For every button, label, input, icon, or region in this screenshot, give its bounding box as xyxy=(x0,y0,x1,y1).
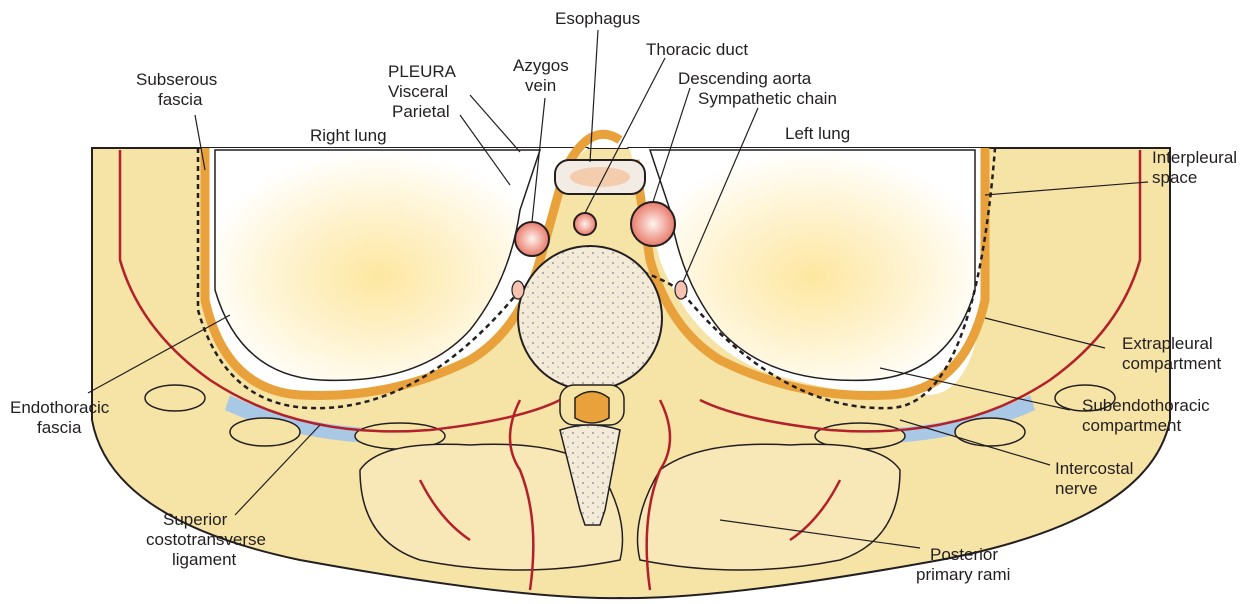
vertebral-body xyxy=(518,246,662,390)
label-primary-rami: primary rami xyxy=(916,565,1010,584)
label-descending-aorta: Descending aorta xyxy=(678,69,812,88)
label-compartment-1: compartment xyxy=(1122,354,1221,373)
azygos-vein xyxy=(515,222,549,256)
descending-aorta xyxy=(631,202,675,246)
label-intercostal: Intercostal xyxy=(1055,459,1133,478)
label-endothoracic: Endothoracic xyxy=(10,398,110,417)
label-thoracic-duct: Thoracic duct xyxy=(646,40,748,59)
label-extrapleural: Extrapleural xyxy=(1122,334,1213,353)
label-fascia-top: fascia xyxy=(158,90,203,109)
label-azygos: Azygos xyxy=(513,56,569,75)
label-compartment-2: compartment xyxy=(1082,416,1181,435)
label-left-lung: Left lung xyxy=(785,124,850,143)
back-muscles-right xyxy=(638,444,901,570)
label-fascia-bottom: fascia xyxy=(37,418,82,437)
label-pleura: PLEURA xyxy=(388,62,457,81)
label-superior: Superior xyxy=(163,510,228,529)
label-esophagus: Esophagus xyxy=(555,9,640,28)
label-posterior: Posterior xyxy=(930,545,998,564)
label-ligament: ligament xyxy=(172,550,237,569)
label-parietal: Parietal xyxy=(392,102,450,121)
label-vein: vein xyxy=(525,76,556,95)
label-subserous: Subserous xyxy=(136,70,217,89)
sympathetic-ganglion-right xyxy=(512,281,524,299)
label-costotransverse: costotransverse xyxy=(146,530,266,549)
label-right-lung: Right lung xyxy=(310,126,387,145)
label-visceral: Visceral xyxy=(388,82,448,101)
label-nerve: nerve xyxy=(1055,479,1098,498)
label-space: space xyxy=(1152,168,1197,187)
thoracic-duct xyxy=(574,213,596,235)
label-sympathetic-chain: Sympathetic chain xyxy=(698,89,837,108)
label-subendothoracic: Subendothoracic xyxy=(1082,396,1210,415)
label-interpleural: Interpleural xyxy=(1152,148,1237,167)
spinal-cord xyxy=(575,392,609,424)
sympathetic-ganglion-left xyxy=(675,281,687,299)
